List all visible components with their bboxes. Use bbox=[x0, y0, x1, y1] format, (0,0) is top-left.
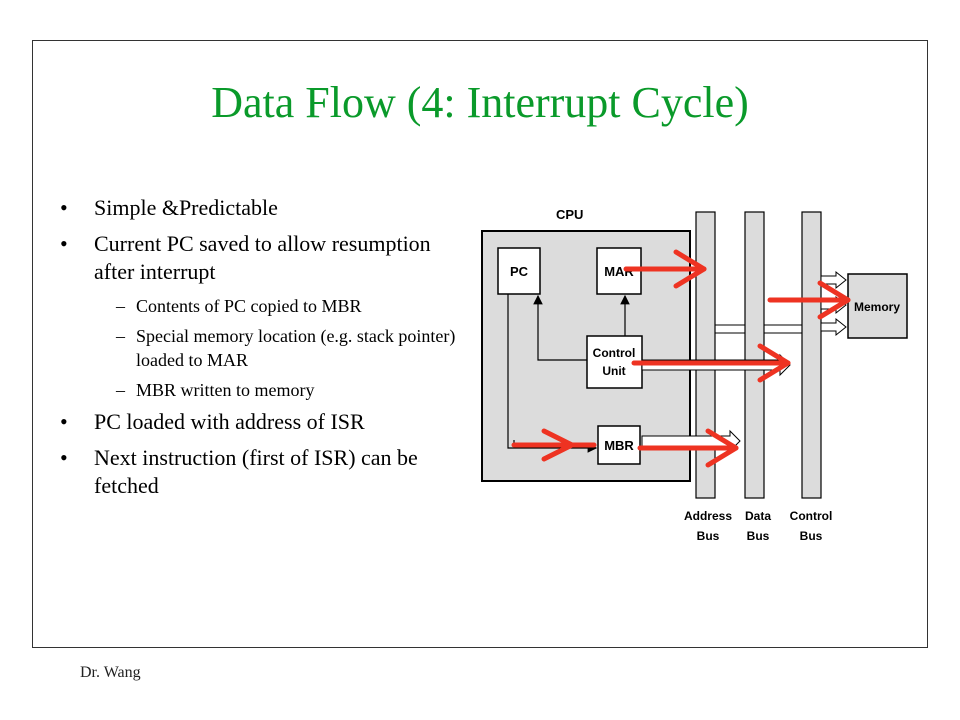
control-bus-label-line1: Control bbox=[790, 509, 833, 523]
sub-bullet-dash: – bbox=[116, 296, 125, 316]
cpu-label: CPU bbox=[556, 207, 583, 222]
slide-frame bbox=[32, 40, 928, 648]
red-arrow-pc-to-mbr bbox=[511, 428, 597, 462]
control-bus-label-line2: Bus bbox=[800, 529, 823, 543]
sub-bullet-dash: – bbox=[116, 380, 125, 400]
sub-bullet-text: MBR written to memory bbox=[136, 380, 315, 400]
sub-bullet-dash: – bbox=[116, 326, 125, 346]
interrupt-cycle-diagram: CPU Memory PC MAR Control Unit MBR bbox=[481, 207, 908, 543]
bullet-item: Current PC saved to allow resumption aft… bbox=[58, 230, 468, 286]
bullet-item: Next instruction (first of ISR) can be f… bbox=[58, 444, 468, 500]
data-bus-label-line1: Data bbox=[745, 509, 771, 523]
pc-register bbox=[497, 247, 541, 295]
mbr-register bbox=[597, 425, 641, 465]
bullet-item: PC loaded with address of ISR bbox=[58, 408, 468, 436]
red-arrow-mbr-to-data-bus bbox=[637, 428, 739, 468]
red-arrow-mar-to-address-bus bbox=[623, 249, 707, 289]
bullet-item: Simple &Predictable bbox=[58, 194, 468, 222]
control-bus-bar bbox=[801, 211, 822, 499]
pc-label: PC bbox=[510, 264, 529, 279]
sub-bullet-item: –Special memory location (e.g. stack poi… bbox=[58, 324, 468, 372]
address-bus-label-line1: Address bbox=[684, 509, 732, 523]
mbr-label: MBR bbox=[604, 438, 634, 453]
red-arrow-to-memory bbox=[767, 280, 851, 320]
bullet-list: Simple &Predictable Current PC saved to … bbox=[58, 194, 468, 508]
memory-box bbox=[847, 273, 908, 339]
bus-crossing-lines bbox=[715, 324, 802, 334]
red-arrow-control-unit-to-control-bus bbox=[631, 343, 791, 383]
sub-bullet-text: Contents of PC copied to MBR bbox=[136, 296, 362, 316]
memory-label: Memory bbox=[854, 300, 900, 314]
slide-title: Data Flow (4: Interrupt Cycle) bbox=[211, 78, 749, 127]
red-flow-arrows bbox=[511, 249, 851, 468]
address-bus-label-line2: Bus bbox=[697, 529, 720, 543]
sub-bullet-item: –Contents of PC copied to MBR bbox=[58, 294, 468, 318]
address-bus-bar bbox=[695, 211, 716, 499]
data-bus-label-line2: Bus bbox=[747, 529, 770, 543]
sub-bullet-text: Special memory location (e.g. stack poin… bbox=[136, 326, 456, 370]
data-bus-bar bbox=[744, 211, 765, 499]
footer-author: Dr. Wang bbox=[80, 664, 141, 681]
sub-bullet-item: –MBR written to memory bbox=[58, 378, 468, 402]
control-unit-label-line2: Unit bbox=[602, 364, 625, 378]
control-unit-label-line1: Control bbox=[593, 346, 636, 360]
